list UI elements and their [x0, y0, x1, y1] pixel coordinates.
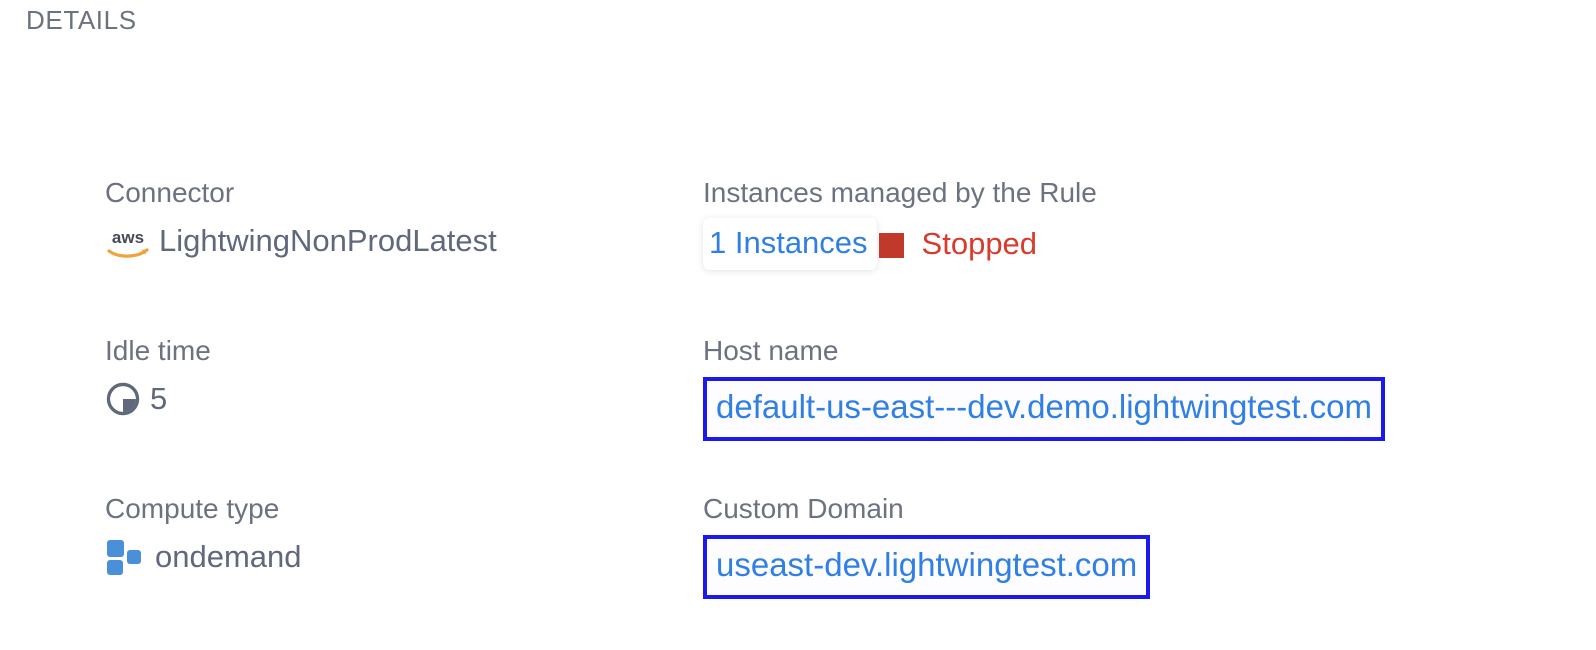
aws-icon: aws: [105, 223, 151, 261]
clock-icon: [105, 381, 141, 417]
connector-name: LightwingNonProdLatest: [159, 223, 497, 258]
field-value-instances-managed: 1 Instances Stopped: [703, 218, 1097, 270]
custom-domain-link[interactable]: useast-dev.lightwingtest.com: [716, 546, 1138, 583]
field-label-instances-managed: Instances managed by the Rule: [703, 177, 1097, 208]
field-label-custom-domain: Custom Domain: [703, 493, 904, 524]
instance-status: Stopped: [878, 225, 1038, 263]
compute-blocks-icon: [105, 538, 147, 576]
svg-text:aws: aws: [112, 228, 144, 247]
details-row: Compute type ondemand Custom Domain usea…: [0, 492, 1596, 650]
field-label-compute-type: Compute type: [105, 493, 280, 524]
field-label-idle-time: Idle time: [105, 335, 211, 366]
field-host-name: Host name default-us-east---dev.demo.lig…: [703, 334, 1386, 441]
custom-domain-highlight-box: useast-dev.lightwingtest.com: [703, 535, 1151, 599]
compute-type-value: ondemand: [155, 539, 302, 574]
host-name-highlight-box: default-us-east---dev.demo.lightwingtest…: [703, 377, 1386, 441]
idle-time-value: 5: [150, 381, 168, 416]
field-compute-type: Compute type ondemand: [105, 492, 302, 577]
host-name-link[interactable]: default-us-east---dev.demo.lightwingtest…: [716, 388, 1373, 425]
field-label-host-name: Host name: [703, 335, 839, 366]
field-custom-domain: Custom Domain useast-dev.lightwingtest.c…: [703, 492, 1151, 599]
details-grid: Connector aws LightwingNonProdLatest Ins…: [0, 176, 1596, 650]
field-connector: Connector aws LightwingNonProdLatest: [105, 176, 497, 261]
field-label-connector: Connector: [105, 177, 235, 208]
field-instances-managed: Instances managed by the Rule 1 Instance…: [703, 176, 1097, 270]
field-value-idle-time: 5: [105, 379, 211, 419]
instances-count-link[interactable]: 1 Instances: [703, 218, 877, 270]
page-title: DETAILS: [26, 5, 137, 35]
field-value-compute-type: ondemand: [105, 537, 302, 577]
details-row: Connector aws LightwingNonProdLatest Ins…: [0, 176, 1596, 334]
stopped-square-icon: [878, 232, 904, 258]
field-idle-time: Idle time 5: [105, 334, 211, 419]
details-row: Idle time 5 Host name d: [0, 334, 1596, 492]
field-value-connector: aws LightwingNonProdLatest: [105, 221, 497, 261]
status-badge: Stopped: [921, 226, 1038, 261]
